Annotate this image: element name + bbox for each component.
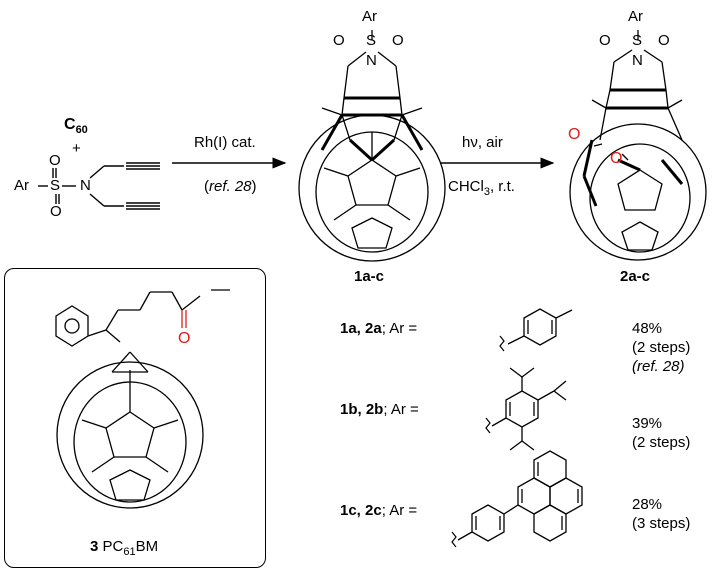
arrow2-solvent-sub: 3 [483,186,490,198]
row-1-yield: 48% [632,320,663,337]
pcbm-name-tail: BM [135,538,159,555]
reagent-ar-label: Ar [14,177,29,194]
ar-triisopropylphenyl-structure [485,367,567,451]
product-1-structure [298,30,446,262]
row-3-ar-text: ; Ar = [381,502,418,519]
row-1-compound: 1a, 2a; Ar = [340,320,417,338]
row-1-ar-text: ; Ar = [381,320,418,337]
row-1-steps: (2 steps) [632,339,691,356]
pcbm-box [4,268,266,568]
reagent-n-label: N [80,177,91,194]
product2-label: 2a-c [620,268,651,285]
pcbm-name-main: PC [98,538,124,555]
product2-o-left: O [599,32,611,49]
arrow1-reference: (ref. 28) [204,178,257,196]
product2-n-label: N [632,52,643,69]
row-2-compound: 1b, 2b; Ar = [340,401,419,419]
arrow2-solvent-tail: , r.t. [489,178,515,195]
c60-text: C [64,116,76,133]
row-1-reference: (ref. 28) [632,358,685,375]
reagent-o-top-label: O [49,152,61,169]
c60-subscript: 60 [75,124,88,136]
diyne-reagent [38,162,160,210]
product1-label: 1a-c [354,268,385,285]
arrow1-ref-text: ref. 28 [209,178,252,195]
pcbm-structure [55,289,230,509]
product2-s-label: S [632,32,643,49]
row-2-compound-ids: 1b, 2b [340,401,384,418]
ar-pyrenylphenyl-structure [451,450,583,548]
plus-sign: + [72,140,81,157]
row-3-yield: 28% [632,496,663,513]
row-2-ar-text: ; Ar = [383,401,419,418]
arrow2-condition: hν, air [462,134,503,151]
product1-ar-label: Ar [362,8,377,25]
product1-n-label: N [366,52,377,69]
row-3-compound: 1c, 2c; Ar = [340,502,417,520]
row-2-yield: 39% [632,415,663,432]
arrow2-solvent-main: CHCl [448,178,484,195]
product2-o-right: O [658,32,670,49]
pcbm-compound-number: 3 [90,538,99,555]
row-2-steps: (2 steps) [632,434,691,451]
pcbm-name-sub: 61 [123,546,136,558]
arrow2-solvent: CHCl3, r.t. [448,178,515,198]
arrow1-condition: Rh(I) cat. [194,134,256,151]
ar-tolyl-structure [499,308,573,352]
pcbm-caption: 3 PC61BM [90,538,159,558]
row-1-compound-ids: 1a, 2a [340,320,382,337]
product2-ar-label: Ar [628,8,643,25]
row-3-steps: (3 steps) [632,515,691,532]
arrow1-ref-open: ( [204,178,209,195]
product2-ketone-o-1: O [568,126,581,143]
c60-label: C60 [64,116,88,136]
product-2-structure [569,30,707,261]
reagent-s-label: S [50,177,61,194]
product2-ketone-o-2: O [610,150,623,167]
row-3-compound-ids: 1c, 2c [340,502,382,519]
reagent-o-bottom-label: O [50,203,62,220]
pcbm-ester-o: O [178,330,191,347]
product1-s-label: S [366,32,377,49]
product1-o-right: O [392,32,404,49]
product1-o-left: O [333,32,345,49]
arrow1-ref-close: ) [251,178,257,195]
